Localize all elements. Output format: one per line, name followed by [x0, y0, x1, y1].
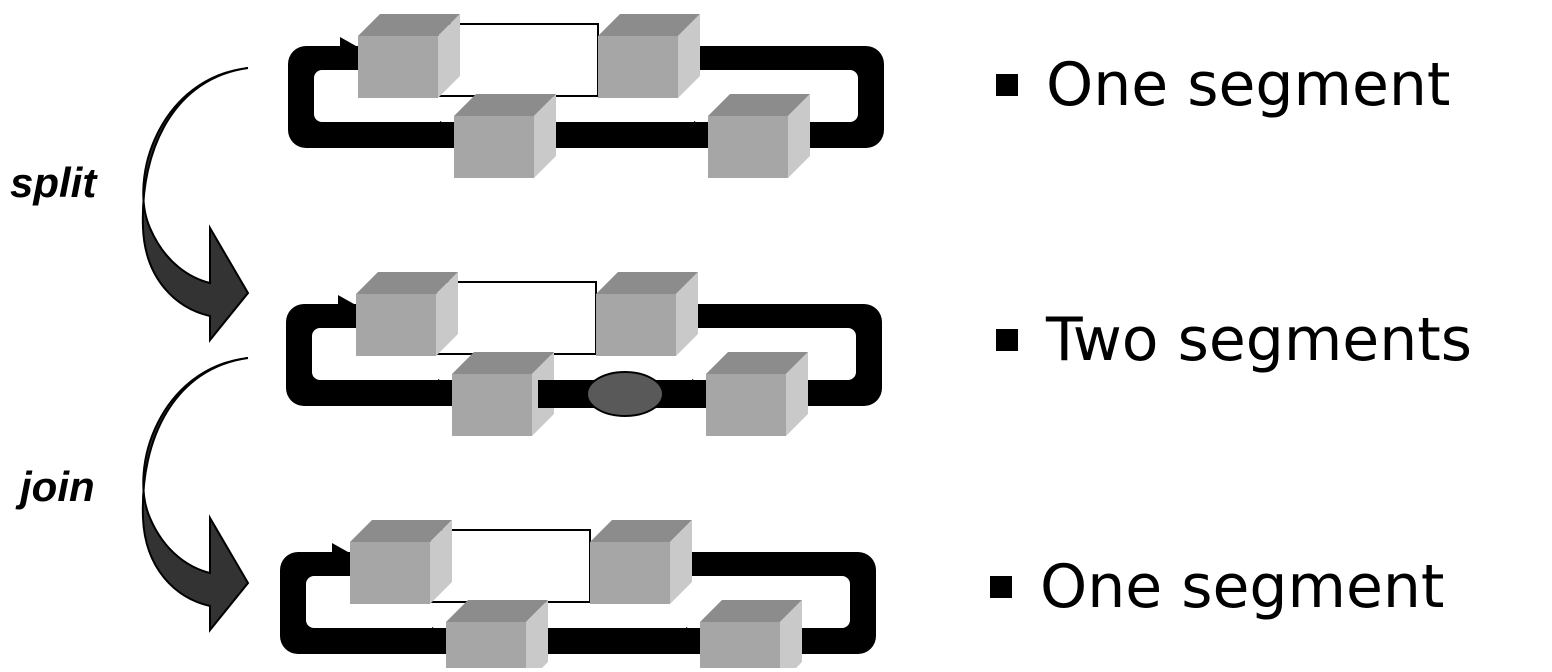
arrowhead-icon [440, 121, 456, 139]
box-top [706, 352, 808, 374]
box-side [786, 352, 808, 436]
caption-row-1: One segment [996, 40, 1450, 130]
segment-box [598, 14, 700, 98]
box-front [356, 294, 436, 356]
segment-box [706, 352, 808, 436]
segment-box [350, 520, 452, 604]
bullet-square-icon [996, 74, 1018, 96]
caption-row-2: Two segments [996, 295, 1472, 385]
white-block [429, 529, 591, 603]
box-top [358, 14, 460, 36]
box-front [350, 542, 430, 604]
box-top [598, 14, 700, 36]
segment-box [356, 272, 458, 356]
box-top [590, 520, 692, 542]
row-2-caption: Two segments [1046, 305, 1473, 375]
box-front [452, 374, 532, 436]
box-front [454, 116, 534, 178]
row-1-caption: One segment [1046, 50, 1451, 120]
caption-row-3: One segment [990, 542, 1444, 632]
segment-box [358, 14, 460, 98]
arrowhead-icon [340, 37, 356, 55]
box-top [452, 352, 554, 374]
box-top [700, 600, 802, 622]
box-side [430, 520, 452, 604]
arrowhead-icon [338, 295, 354, 313]
arrowhead-icon [432, 627, 448, 645]
arrowhead-icon [438, 379, 454, 397]
gap-ellipse [586, 371, 664, 417]
box-side [678, 14, 700, 98]
split-arrow [141, 67, 250, 343]
box-front [596, 294, 676, 356]
segment-box [590, 520, 692, 604]
arrowhead-icon [694, 121, 710, 139]
box-top [596, 272, 698, 294]
box-front [446, 622, 526, 672]
join-arrow [141, 357, 250, 633]
box-side [676, 272, 698, 356]
segment-box [700, 600, 802, 672]
ring-row-1 [288, 14, 884, 178]
box-top [446, 600, 548, 622]
box-side [780, 600, 802, 672]
box-front [590, 542, 670, 604]
box-top [350, 520, 452, 542]
box-side [526, 600, 548, 672]
segment-box [708, 94, 810, 178]
curved-arrow-icon [141, 67, 250, 343]
box-front [708, 116, 788, 178]
split-label: split [10, 159, 97, 206]
arrowhead-icon [686, 627, 702, 645]
segment-box [446, 600, 548, 672]
curved-arrow-icon [141, 357, 250, 633]
box-side [436, 272, 458, 356]
segment-box [596, 272, 698, 356]
box-side [438, 14, 460, 98]
join-label: join [20, 463, 95, 510]
bullet-square-icon [996, 329, 1018, 351]
box-front [700, 622, 780, 672]
box-side [670, 520, 692, 604]
ring-row-3 [280, 520, 876, 672]
box-top [454, 94, 556, 116]
box-front [706, 374, 786, 436]
row-3-caption: One segment [1040, 552, 1445, 622]
box-side [534, 94, 556, 178]
white-block [437, 23, 599, 97]
arrowhead-icon [332, 543, 348, 561]
box-side [788, 94, 810, 178]
box-front [358, 36, 438, 98]
segment-box [454, 94, 556, 178]
box-top [356, 272, 458, 294]
box-top [708, 94, 810, 116]
white-block [435, 281, 597, 355]
box-front [598, 36, 678, 98]
ring-row-2 [286, 272, 882, 436]
bullet-square-icon [990, 576, 1012, 598]
